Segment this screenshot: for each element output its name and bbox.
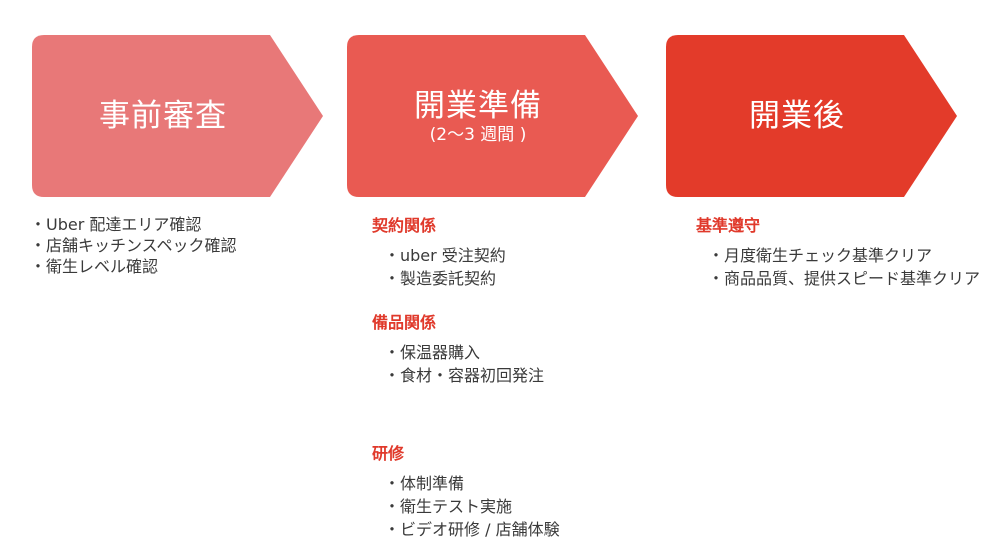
chevron-shape (666, 35, 957, 197)
list-item: ・uber 受注契約 (384, 246, 506, 265)
list-item: ・商品品質、提供スピード基準クリア (708, 269, 981, 288)
list-item: ・衛生テスト実施 (384, 497, 513, 516)
step-1-details: ・Uber 配達エリア確認 ・店舗キッチンスペック確認 ・衛生レベル確認 (30, 214, 237, 277)
step-3-title: 開業後 (749, 98, 845, 134)
step-2-section-equipment: 備品関係 ・保温器購入 ・食材・容器初回発注 (372, 313, 544, 387)
section-heading: 基準遵守 (696, 216, 761, 235)
step-1-arrow: 事前審査 (32, 35, 323, 197)
list-item: ・Uber 配達エリア確認 (30, 215, 202, 234)
list-item: ・製造委託契約 (384, 269, 497, 288)
list-item: ・保温器購入 (384, 343, 481, 362)
list-item: ・月度衛生チェック基準クリア (708, 246, 933, 265)
step-2-section-training: 研修 ・体制準備 ・衛生テスト実施 ・ビデオ研修 / 店舗体験 (372, 444, 560, 541)
chevron-shape (32, 35, 323, 197)
list-item: ・衛生レベル確認 (30, 257, 159, 276)
step-2-subtitle: (2〜3 週間 ) (429, 125, 527, 145)
list-item: ・ビデオ研修 / 店舗体験 (384, 520, 560, 539)
step-1-title: 事前審査 (99, 98, 227, 134)
section-heading: 備品関係 (372, 313, 437, 332)
step-3-arrow: 開業後 (666, 35, 957, 197)
step-3-section-compliance: 基準遵守 ・月度衛生チェック基準クリア ・商品品質、提供スピード基準クリア (696, 216, 980, 290)
section-heading: 契約関係 (372, 216, 437, 235)
list-item: ・体制準備 (384, 474, 465, 493)
list-item: ・食材・容器初回発注 (384, 366, 545, 385)
list-item: ・店舗キッチンスペック確認 (30, 236, 237, 255)
step-2-arrow: 開業準備 (2〜3 週間 ) (347, 35, 638, 197)
chevron-shape (347, 35, 638, 197)
section-heading: 研修 (372, 444, 405, 463)
step-2-title: 開業準備 (414, 88, 542, 124)
step-2-section-contracts: 契約関係 ・uber 受注契約 ・製造委託契約 (372, 216, 506, 290)
